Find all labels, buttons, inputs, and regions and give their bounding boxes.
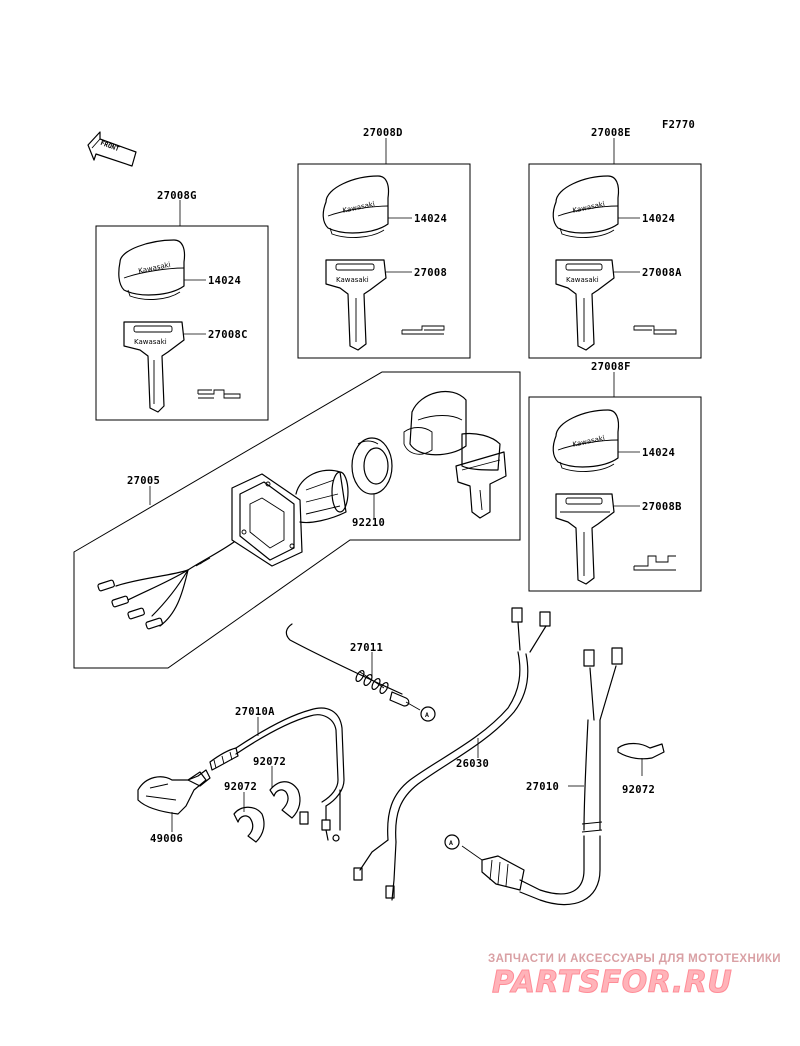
- harness-27010: A 27010: [444, 647, 623, 906]
- label-27008F: 27008F: [591, 361, 631, 373]
- label-27010A: 27010A: [235, 706, 275, 718]
- svg-text:Kawasaki: Kawasaki: [566, 276, 599, 284]
- clamp-92072-b: 92072: [224, 781, 265, 843]
- key-set-27008F: 27008F Kawasaki 14024 27008B: [528, 361, 702, 592]
- svg-text:Kawasaki: Kawasaki: [336, 276, 369, 284]
- watermark-tagline: ЗАПЧАСТИ И АКСЕССУАРЫ ДЛЯ МОТОТЕХНИКИ: [488, 953, 781, 965]
- key-set-27008E: 27008E Kawasaki 14024 Kawasaki 27008A: [528, 127, 702, 359]
- key-code-mark: [197, 389, 241, 399]
- lock-nut-icon: [351, 437, 393, 495]
- key-cap-icon: Kawasaki: [118, 239, 186, 300]
- switch-key-icon: [403, 390, 507, 519]
- key-blade-icon: [555, 493, 615, 585]
- switch-housing-icon: [231, 469, 349, 567]
- svg-text:A: A: [425, 711, 429, 719]
- label-27008C: 27008C: [208, 329, 248, 341]
- boot-49006: 49006: [137, 769, 211, 845]
- label-14024-e: 14024: [642, 213, 675, 225]
- ref-marker-a: [444, 834, 460, 850]
- key-blade-icon: Kawasaki: [325, 259, 387, 351]
- key-code-mark: [633, 325, 677, 335]
- label-92072-a: 92072: [253, 756, 286, 768]
- label-27005: 27005: [127, 475, 160, 487]
- key-code-mark: [401, 325, 445, 335]
- svg-text:A: A: [449, 839, 453, 847]
- front-label: FRONT: [99, 139, 120, 153]
- key-cap-icon: Kawasaki: [552, 409, 620, 472]
- key-set-27008D: 27008D Kawasaki 14024 Kawasaki 27008: [297, 127, 471, 359]
- label-27011: 27011: [350, 642, 383, 654]
- figure-code: F2770: [662, 119, 695, 131]
- switch-wire-harness: [97, 541, 235, 630]
- watermark: ЗАПЧАСТИ И АКСЕССУАРЫ ДЛЯ МОТОТЕХНИКИ PA…: [488, 953, 781, 1001]
- key-blade-icon: Kawasaki: [123, 321, 185, 413]
- label-27008B: 27008B: [642, 501, 682, 513]
- key-cap-icon: Kawasaki: [322, 175, 390, 238]
- label-14024-g: 14024: [208, 275, 241, 287]
- clamp-92072-a: 92072: [253, 756, 301, 819]
- label-27008D: 27008D: [363, 127, 403, 139]
- harness-26030: 26030: [353, 607, 551, 901]
- label-27008A: 27008A: [642, 267, 682, 279]
- watermark-site: PARTSFOR.RU: [492, 965, 732, 1000]
- label-92210: 92210: [352, 517, 385, 529]
- key-cap-icon: Kawasaki: [552, 175, 620, 238]
- label-27008E: 27008E: [591, 127, 631, 139]
- key-blade-icon: Kawasaki: [555, 259, 615, 351]
- svg-text:Kawasaki: Kawasaki: [342, 200, 376, 215]
- key-code-mark: [633, 555, 676, 571]
- label-27008G: 27008G: [157, 190, 197, 202]
- ref-marker-a: [420, 706, 436, 722]
- label-26030: 26030: [456, 758, 489, 770]
- label-27010: 27010: [526, 781, 559, 793]
- label-49006: 49006: [150, 833, 183, 845]
- cable-27010A: 27010A: [209, 706, 345, 842]
- label-27008: 27008: [414, 267, 447, 279]
- key-set-27008G: 27008G Kawasaki 14024 Kawasaki 27008C: [95, 190, 269, 421]
- label-92072-b: 92072: [224, 781, 257, 793]
- brand-text: Kawasaki: [138, 261, 172, 276]
- label-92072-c: 92072: [622, 784, 655, 796]
- clamp-92072-c: 92072: [617, 742, 665, 796]
- front-arrow: FRONT: [87, 131, 137, 167]
- svg-text:Kawasaki: Kawasaki: [572, 200, 606, 215]
- label-14024-f: 14024: [642, 447, 675, 459]
- label-14024-d: 14024: [414, 213, 447, 225]
- cable-27011: 27011 A: [285, 623, 436, 722]
- svg-text:Kawasaki: Kawasaki: [572, 434, 606, 449]
- ignition-switch-assembly: 27005: [73, 371, 521, 669]
- svg-text:Kawasaki: Kawasaki: [134, 338, 167, 346]
